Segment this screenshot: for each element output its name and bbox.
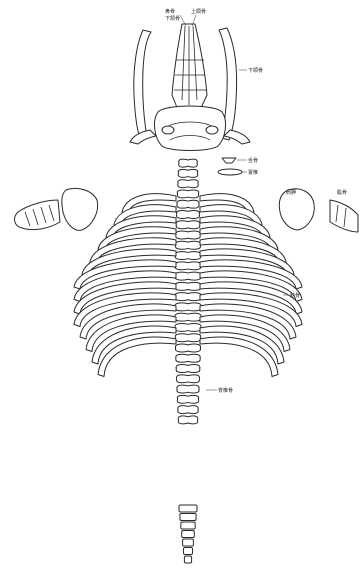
tail-vertebra: [180, 514, 196, 521]
vertebra: [175, 324, 201, 332]
vertebra: [177, 385, 199, 393]
left-flipper: [15, 200, 60, 230]
right-scapula: [279, 189, 314, 230]
tail-vertebra: [183, 539, 194, 546]
vertebra: [178, 180, 198, 188]
tail-vertebra: [182, 531, 195, 538]
tail-vertebra: [179, 505, 197, 512]
vertebra: [176, 365, 200, 373]
tail-vertebra: [184, 556, 191, 563]
rostrum: [172, 24, 207, 110]
tail-vertebra: [184, 548, 193, 555]
vertebra: [175, 272, 201, 280]
vertebra: [177, 395, 198, 403]
vertebra: [175, 262, 201, 270]
vertebra: [175, 241, 200, 249]
label-mandible: 下颌骨: [248, 67, 263, 74]
vertebral-column: [175, 159, 201, 424]
label-humerus: 肱骨: [337, 189, 347, 196]
skull: [130, 24, 250, 151]
vertebra: [177, 190, 198, 198]
label-hyoid: 舌骨: [248, 157, 258, 164]
left-scapula: [62, 188, 98, 230]
atlas-bone: [218, 169, 242, 175]
vertebra: [176, 221, 200, 229]
left-orbit: [162, 126, 174, 134]
label-atlas: 寰椎: [248, 169, 258, 176]
label-vertebra: 脊椎骨: [218, 387, 233, 394]
label-premaxilla: 上颌骨: [191, 8, 206, 15]
right-flipper: [330, 200, 358, 232]
vertebra: [175, 344, 200, 352]
vertebra: [178, 406, 198, 414]
label-rib: 肋骨: [290, 292, 300, 299]
vertebra: [175, 334, 201, 342]
label-mandible-upper: 下颌骨: [165, 15, 180, 22]
vertebra: [178, 169, 198, 177]
vertebra: [175, 293, 201, 301]
hyoid-bone: [222, 158, 236, 163]
vertebra: [179, 159, 198, 167]
label-nasal: 鼻骨: [165, 8, 175, 15]
vertebra: [176, 375, 199, 383]
left-mandible: [134, 30, 151, 138]
vertebra: [175, 252, 201, 260]
vertebra: [176, 354, 200, 362]
tail-vertebra: [181, 522, 195, 529]
tail-vertebrae: [179, 505, 197, 563]
vertebra: [176, 231, 200, 239]
vertebra: [177, 200, 199, 208]
right-orbit: [206, 126, 218, 134]
right-mandible-lower: [224, 130, 250, 144]
vertebra: [175, 303, 201, 311]
vertebra: [176, 211, 199, 219]
label-scapula: 肩胛: [286, 189, 296, 196]
vertebra: [178, 416, 198, 424]
left-mandible-lower: [130, 130, 156, 144]
vertebra: [175, 313, 201, 321]
vertebra: [175, 282, 201, 290]
